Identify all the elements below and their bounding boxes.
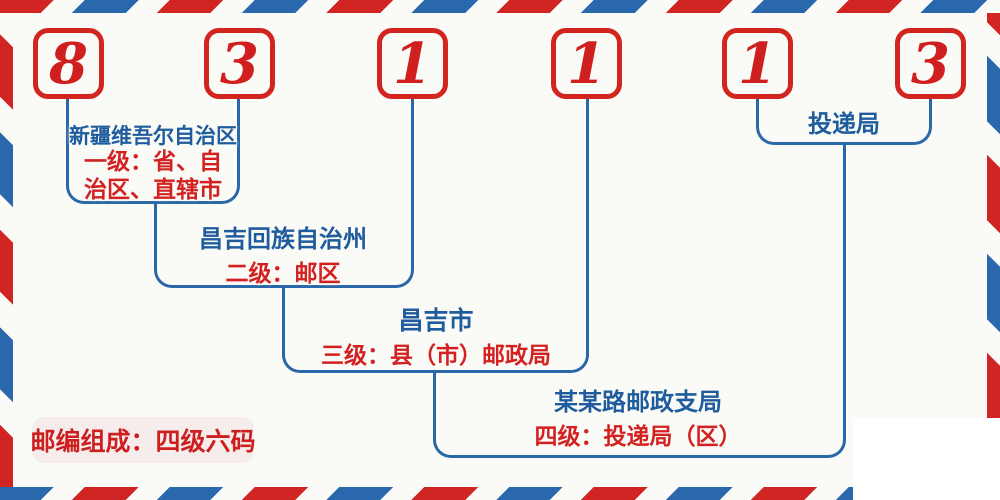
postal-digit: 8	[49, 30, 88, 97]
postal-digit: 1	[738, 30, 777, 97]
label-level4: 某某路邮政支局 四级：投递局（区）	[535, 388, 742, 451]
badge-text: 邮编组成：四级六码	[30, 427, 256, 456]
delivery-office-text: 投递局	[808, 110, 880, 138]
digit-box-1: 8	[33, 28, 104, 99]
connector-line	[756, 99, 759, 123]
border-gap-corner	[853, 418, 1000, 500]
label-level2: 昌吉回族自治州 二级：邮区	[199, 225, 367, 288]
level4-place: 某某路邮政支局	[554, 388, 722, 416]
label-level1: 新疆维吾尔自治区 一级：省、自 治区、直辖市	[69, 124, 237, 204]
level2-place: 昌吉回族自治州	[199, 225, 367, 253]
connector-line	[282, 286, 285, 351]
digit-box-6: 3	[895, 28, 966, 99]
digit-box-4: 1	[551, 28, 622, 99]
connector-bracket-level1	[66, 182, 240, 204]
postal-digit: 1	[567, 30, 606, 97]
digit-box-2: 3	[204, 28, 275, 99]
connector-line	[433, 371, 436, 436]
level1-place: 新疆维吾尔自治区	[69, 124, 237, 148]
label-level3: 昌吉市 三级：县（市）邮政局	[321, 306, 551, 371]
level1-desc-line1: 一级：省、自	[84, 149, 222, 176]
connector-line	[154, 202, 157, 266]
digit-box-3: 1	[377, 28, 448, 99]
postal-code-composition-badge: 邮编组成：四级六码	[30, 417, 256, 463]
connector-line	[66, 99, 69, 182]
level1-desc-line2: 治区、直辖市	[84, 177, 222, 204]
postal-digit: 3	[220, 30, 259, 97]
airmail-border-right	[987, 13, 1000, 418]
label-delivery-office: 投递局	[808, 104, 880, 139]
connector-line	[929, 99, 932, 123]
airmail-border-left	[0, 13, 13, 487]
postal-digit: 1	[393, 30, 432, 97]
level4-desc: 四级：投递局（区）	[534, 423, 742, 450]
level3-place: 昌吉市	[398, 306, 474, 335]
connector-bracket-level4	[433, 436, 846, 458]
level2-desc: 二级：邮区	[225, 260, 341, 287]
level3-desc: 三级：县（市）邮政局	[321, 343, 551, 369]
airmail-border-bottom	[0, 487, 855, 500]
connector-line	[237, 99, 240, 182]
connector-line	[843, 143, 846, 436]
airmail-border-top	[0, 0, 1000, 13]
postal-digit: 3	[911, 30, 950, 97]
digit-box-5: 1	[722, 28, 793, 99]
connector-line	[586, 99, 589, 351]
connector-line	[411, 99, 414, 266]
